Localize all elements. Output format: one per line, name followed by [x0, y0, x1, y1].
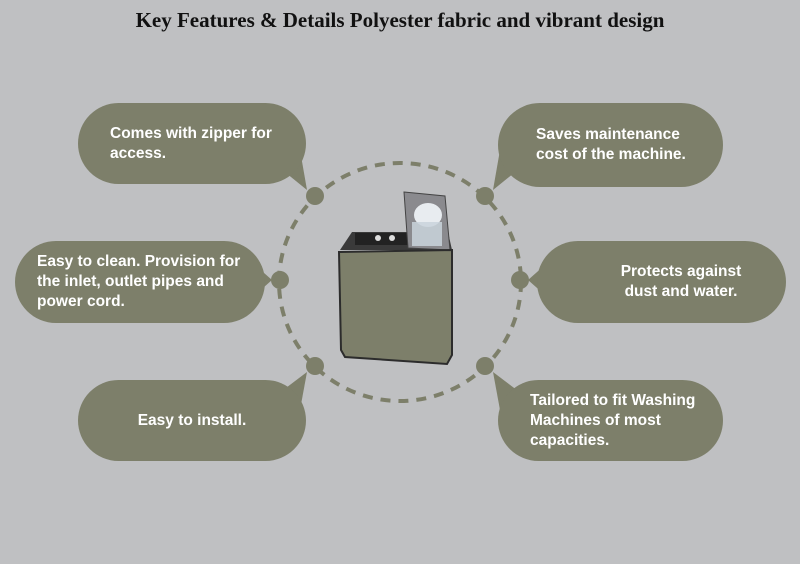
- connector-dot: [271, 271, 289, 289]
- feature-text: Comes with zipper for access.: [110, 124, 272, 162]
- feature-text: Easy to clean. Provision for the inlet, …: [37, 253, 241, 310]
- connector-dot: [306, 357, 324, 375]
- connector-dot: [476, 187, 494, 205]
- washing-machine-image: [337, 191, 453, 366]
- feature-bubble-install: Easy to install.: [78, 380, 306, 461]
- feature-bubble-fit: Tailored to fit Washing Machines of most…: [498, 380, 723, 461]
- feature-text: Tailored to fit Washing Machines of most…: [530, 391, 696, 449]
- feature-text: Saves maintenance cost of the machine.: [536, 126, 686, 163]
- connector-dot: [511, 271, 529, 289]
- feature-text: Protects against dust and water.: [620, 263, 742, 300]
- connector-dots: [271, 187, 529, 375]
- feature-text: Easy to install.: [137, 411, 247, 429]
- feature-bubble-easy-clean: Easy to clean. Provision for the inlet, …: [15, 241, 265, 323]
- feature-bubble-protection: Protects against dust and water.: [537, 241, 786, 323]
- page-title: Key Features & Details Polyester fabric …: [135, 8, 665, 32]
- connector-dot: [476, 357, 494, 375]
- feature-bubble-zipper: Comes with zipper for access.: [78, 103, 306, 184]
- connector-dot: [306, 187, 324, 205]
- feature-bubble-maintenance: Saves maintenance cost of the machine.: [498, 103, 723, 187]
